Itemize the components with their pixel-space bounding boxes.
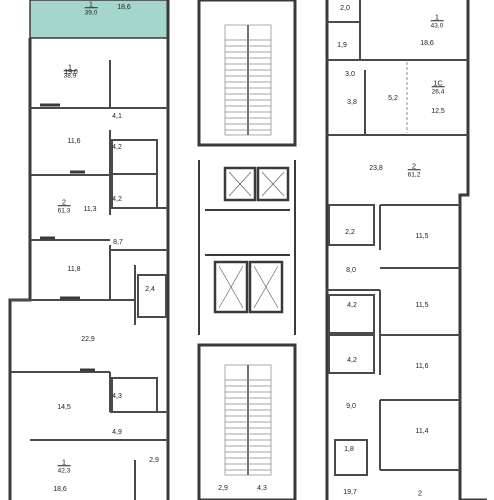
apartment-label[interactable]: 2 61,3 [57,197,71,214]
room-area: 14,5 [57,404,71,411]
stair-bottom [224,364,272,476]
room-area: 4,2 [112,196,122,203]
room-area: 8,7 [113,239,123,246]
stair-top [224,24,272,136]
corridor-walls [198,160,296,335]
room-area: 4,1 [112,113,122,120]
highlighted-apartment-label[interactable]: 1 39,0 [84,0,98,16]
room-area: 11,6 [67,138,81,145]
windows [8,38,470,460]
room-area: 18,6 [53,486,67,493]
room-area: 2,4 [145,286,155,293]
room-area: 2,0 [340,5,350,12]
room-area: 19,7 [343,489,357,496]
room-area: 2,9 [218,485,228,492]
room-area: 4,2 [112,144,122,151]
room-area: 11,5 [415,302,429,309]
room-area: 1,8 [344,446,354,453]
room-area: 18,6 [420,40,434,47]
apartment-number: 1 [88,0,94,9]
apartment-label[interactable]: 1 43,0 [430,12,444,29]
room-area: 5,2 [388,95,398,102]
interior-walls [10,0,468,500]
room-area: 19,0 [64,69,78,76]
room-area: 4,3 [257,485,267,492]
highlighted-apartment-fill [29,0,169,39]
room-area: 4,3 [112,393,122,400]
room-area: 4,9 [112,429,122,436]
room-area: 8,0 [346,267,356,274]
apartment-label[interactable]: 2 [417,488,423,498]
elevator-crosses [218,171,285,309]
room-area: 11,8 [67,266,81,273]
room-area: 2,9 [149,457,159,464]
apartment-label[interactable]: 2 61,2 [407,161,421,178]
room-area: 22,9 [81,336,95,343]
room-area: 11,4 [415,428,429,435]
room-area: 3,8 [347,99,357,106]
elevators [213,166,290,314]
room-area: 11,3 [83,206,97,213]
room-area: 4,2 [347,357,357,364]
room-area: 3,0 [345,71,355,78]
room-area: 12,5 [431,108,445,115]
apartment-area: 39,0 [84,7,98,16]
room-area: 4,2 [347,302,357,309]
apartment-label[interactable]: 1 38,9 [63,62,77,79]
room-area: 23,8 [369,165,383,172]
apartment-label[interactable]: 1 42,3 [57,457,71,474]
room-area: 1,9 [337,42,347,49]
room-area: 2,2 [345,229,355,236]
room-area: 9,0 [346,403,356,410]
room-area: 11,5 [415,233,429,240]
room-area: 18,6 [117,4,131,11]
apartment-label[interactable]: 1С 26,4 [431,78,445,95]
room-area: 11,6 [415,363,429,370]
